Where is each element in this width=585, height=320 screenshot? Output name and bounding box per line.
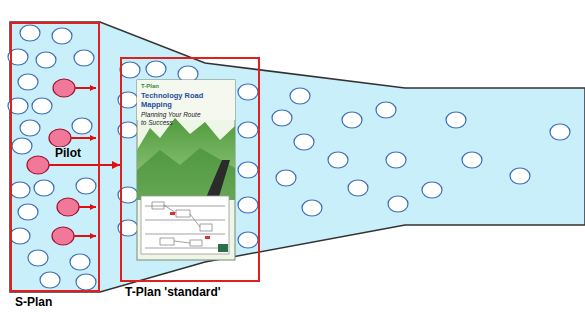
series-name: T-Plan	[141, 83, 231, 90]
idea-bubble	[342, 112, 362, 128]
idea-bubble	[10, 182, 30, 198]
idea-bubble	[348, 180, 368, 196]
book-cover: T-PlanTechnology Road MappingPlanning Yo…	[137, 80, 235, 260]
selected-bubble	[57, 198, 79, 216]
idea-bubble	[36, 52, 56, 68]
idea-bubble	[34, 180, 54, 196]
idea-bubble	[238, 232, 258, 248]
bubbles	[8, 25, 570, 290]
idea-bubble	[294, 134, 314, 150]
idea-bubble	[388, 196, 408, 212]
idea-bubble	[238, 162, 258, 178]
idea-bubble	[28, 250, 48, 266]
idea-bubble	[18, 74, 38, 90]
selected-bubble	[53, 79, 75, 97]
idea-bubble	[40, 272, 60, 288]
selection-arrow	[79, 206, 96, 208]
idea-bubble	[462, 152, 482, 168]
selected-bubble	[27, 156, 49, 174]
idea-bubble	[72, 118, 92, 134]
idea-bubble	[272, 110, 292, 126]
idea-bubble	[20, 120, 40, 136]
stage-label: S-Plan	[15, 296, 52, 310]
idea-bubble	[386, 152, 406, 168]
idea-bubble	[18, 204, 38, 220]
idea-bubble	[74, 50, 94, 66]
idea-bubble	[120, 62, 140, 78]
idea-bubble	[70, 254, 90, 270]
pilot-bubbles	[27, 79, 96, 245]
idea-bubble	[52, 28, 72, 44]
idea-bubble	[238, 197, 258, 213]
selection-arrow	[74, 235, 96, 237]
idea-bubble	[302, 200, 322, 216]
pilot-arrow	[100, 164, 120, 166]
idea-bubble	[290, 88, 310, 104]
selected-bubble	[49, 129, 71, 147]
idea-bubble	[146, 61, 166, 77]
funnel-shape	[10, 22, 585, 292]
idea-bubble	[10, 228, 30, 244]
pilot-line	[49, 164, 100, 166]
edge-label: Pilot	[53, 147, 83, 160]
idea-bubble	[76, 178, 96, 194]
idea-bubble	[328, 152, 348, 168]
idea-bubble	[446, 112, 466, 128]
idea-bubble	[76, 274, 96, 290]
book-subtitle: Planning Your Route to Success	[141, 111, 203, 126]
idea-bubble	[238, 84, 258, 100]
selected-bubble	[52, 227, 74, 245]
idea-bubble	[510, 168, 530, 184]
stage-label: T-Plan 'standard'	[125, 286, 221, 300]
idea-bubble	[238, 122, 258, 138]
idea-bubble	[550, 124, 570, 140]
idea-bubble	[12, 138, 32, 154]
idea-bubble	[422, 182, 442, 198]
stage-box: T-Plan 'standard'T-PlanTechnology Road M…	[120, 57, 260, 282]
idea-bubble	[32, 98, 52, 114]
selection-arrow	[71, 137, 96, 139]
book-cover	[137, 80, 235, 260]
idea-bubble	[20, 25, 40, 41]
idea-bubble	[276, 170, 296, 186]
selection-arrow	[75, 87, 96, 89]
book-title: Technology Road Mapping	[141, 92, 231, 109]
idea-bubble	[376, 102, 396, 118]
